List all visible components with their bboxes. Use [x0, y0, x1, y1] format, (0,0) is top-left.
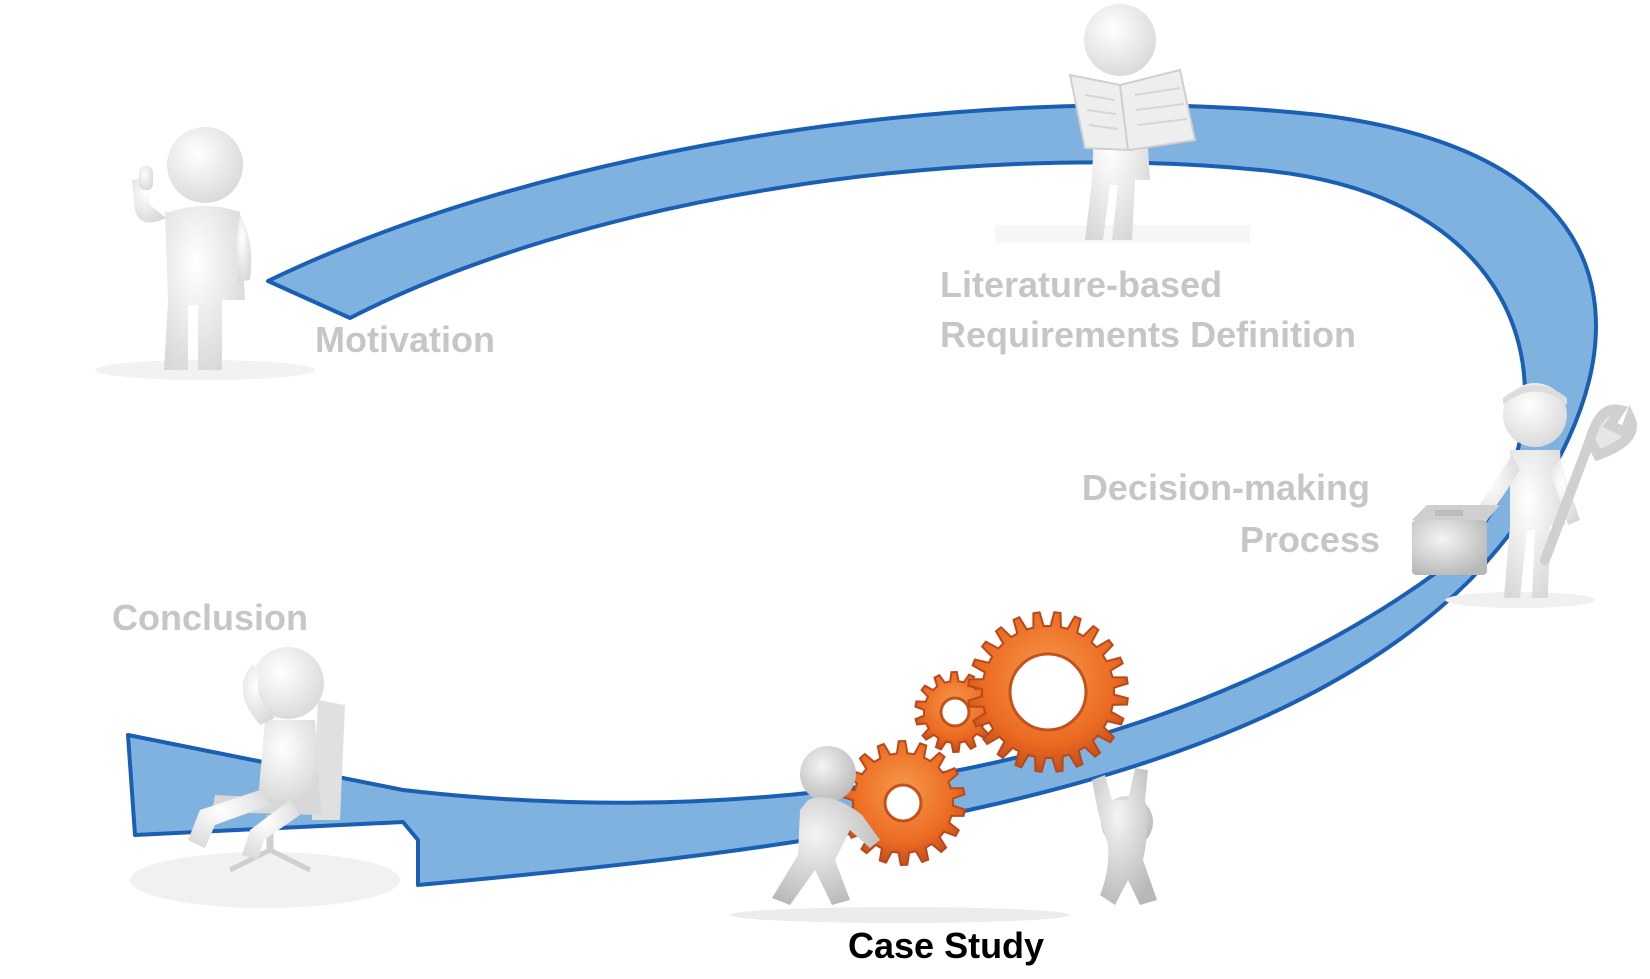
label-decision: Decision-making Process [1082, 467, 1380, 560]
label-motivation: Motivation [315, 319, 495, 360]
newspaper-reader-icon [995, 4, 1250, 243]
large-gear-icon [967, 611, 1129, 773]
label-conclusion: Conclusion [112, 597, 308, 638]
small-gear-icon-hole [939, 696, 971, 728]
thumbs-up-person-icon [95, 127, 315, 380]
label-case-study: Case Study [848, 925, 1044, 966]
medium-gear-icon [840, 739, 966, 867]
label-requirements: Literature-based Requirements Definition [940, 264, 1356, 355]
relaxing-person-icon [130, 647, 400, 908]
handyman-icon [1412, 383, 1637, 608]
medium-gear-icon-hole [883, 783, 923, 823]
people-pushing-gears-icon [730, 611, 1157, 923]
large-gear-icon-hole [1008, 652, 1088, 732]
cycle-arrow [126, 103, 1598, 887]
